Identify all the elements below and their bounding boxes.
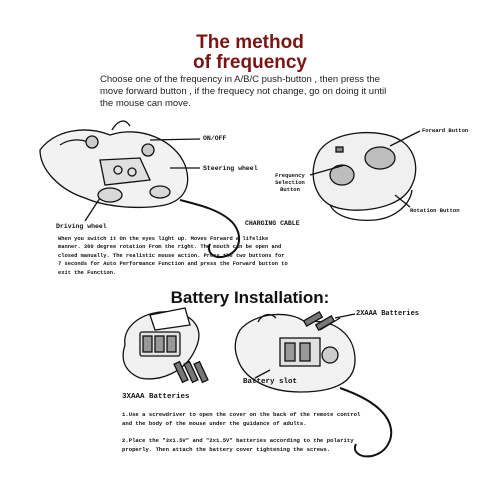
remote-illustration xyxy=(309,130,421,221)
step-2-text: 2.Place the "3x1.5V" and "2x1.5V" batter… xyxy=(122,437,354,453)
charging-cable-label: CHARGING CABLE xyxy=(245,220,300,227)
mouse-top-illustration xyxy=(39,120,241,258)
frequency-selection-button-label: Frequency Selection Button xyxy=(275,172,305,193)
forward-button-label: Forward Button xyxy=(422,127,469,134)
rotation-button-label: Rotation Button xyxy=(410,207,460,214)
step-1-text: 1.Use a screwdriver to open the cover on… xyxy=(122,411,361,427)
battery-slot-label: Battery slot xyxy=(243,378,298,386)
feature-description: When you switch it On the eyes light up.… xyxy=(58,236,288,276)
battery-installation-title: Battery Installation: xyxy=(170,288,330,307)
intro-text: Choose one of the frequency in A/B/C pus… xyxy=(100,74,387,109)
3xaaa-batteries-label: 3XAAA Batteries xyxy=(122,393,190,401)
remote-battery-illustration xyxy=(122,307,209,384)
mouse-battery-illustration xyxy=(234,311,393,458)
page-title-line-2: of frequency xyxy=(192,52,308,73)
2xaaa-batteries-label: 2XAAA Batteries xyxy=(356,310,420,318)
steering-wheel-label: Steering wheel xyxy=(203,165,258,172)
driving-wheel-label: Driving wheel xyxy=(56,223,107,230)
page-title-line-1: The method xyxy=(196,32,304,53)
on-off-label: ON/OFF xyxy=(203,135,227,142)
